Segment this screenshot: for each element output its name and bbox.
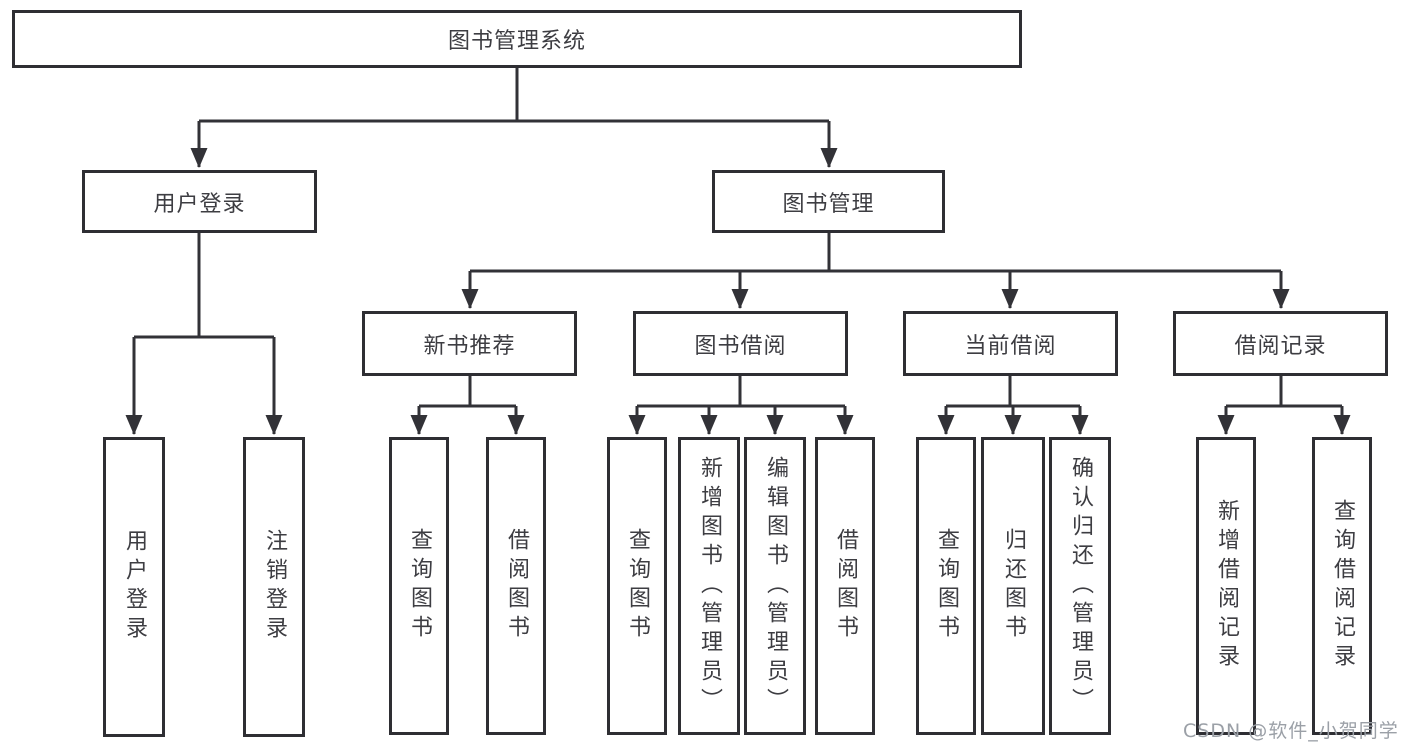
leaf-bb-edit-books-box: 编辑图书（管理员） xyxy=(744,437,806,735)
node-book-mgmt-label: 图书管理 xyxy=(782,191,875,217)
csdn-watermark: CSDN @软件_小贺同学 xyxy=(1183,720,1399,742)
node-borrow-records-label: 借阅记录 xyxy=(1234,333,1327,359)
leaf-br-add-record-label: 新增借阅记录 xyxy=(1214,499,1239,673)
leaf-bb-borrow-books-label: 借阅图书 xyxy=(833,528,858,644)
node-current-borrow-label: 当前借阅 xyxy=(964,333,1057,359)
leaf-br-query-record-label: 查询借阅记录 xyxy=(1330,499,1355,673)
leaf-cb-confirm-return-box: 确认归还（管理员） xyxy=(1049,437,1111,735)
node-user-login-box: 用户登录 xyxy=(82,170,317,233)
node-book-borrow-label: 图书借阅 xyxy=(694,333,787,359)
leaf-br-add-record-box: 新增借阅记录 xyxy=(1196,437,1256,735)
leaf-nb-query-books-label: 查询图书 xyxy=(407,528,432,644)
node-root-label: 图书管理系统 xyxy=(447,29,586,54)
node-new-book-rec-label: 新书推荐 xyxy=(423,333,516,359)
leaf-cb-query-books-label: 查询图书 xyxy=(934,528,959,644)
leaf-logout-label: 注销登录 xyxy=(262,529,287,645)
leaf-logout-box: 注销登录 xyxy=(243,437,305,737)
leaf-bb-query-books-box: 查询图书 xyxy=(607,437,667,735)
leaf-bb-add-books-box: 新增图书（管理员） xyxy=(678,437,740,735)
leaf-cb-confirm-return-label: 确认归还（管理员） xyxy=(1068,455,1093,717)
leaf-user-login-box: 用户登录 xyxy=(103,437,165,737)
leaf-user-login-label: 用户登录 xyxy=(122,529,147,645)
leaf-nb-borrow-books-box: 借阅图书 xyxy=(486,437,546,735)
node-root-box: 图书管理系统 xyxy=(12,10,1022,68)
leaf-cb-return-books-label: 归还图书 xyxy=(1001,528,1026,644)
leaf-nb-query-books-box: 查询图书 xyxy=(389,437,449,735)
leaf-cb-return-books-box: 归还图书 xyxy=(981,437,1045,735)
node-current-borrow-box: 当前借阅 xyxy=(903,311,1118,376)
node-new-book-rec-box: 新书推荐 xyxy=(362,311,577,376)
node-book-mgmt-box: 图书管理 xyxy=(712,170,945,233)
node-user-login-label: 用户登录 xyxy=(153,191,246,217)
leaf-bb-query-books-label: 查询图书 xyxy=(625,528,650,644)
leaf-cb-query-books-box: 查询图书 xyxy=(916,437,976,735)
leaf-bb-add-books-label: 新增图书（管理员） xyxy=(697,455,722,717)
leaf-nb-borrow-books-label: 借阅图书 xyxy=(504,528,529,644)
leaf-br-query-record-box: 查询借阅记录 xyxy=(1312,437,1372,735)
leaf-bb-borrow-books-box: 借阅图书 xyxy=(815,437,875,735)
node-borrow-records-box: 借阅记录 xyxy=(1173,311,1388,376)
node-book-borrow-box: 图书借阅 xyxy=(633,311,848,376)
leaf-bb-edit-books-label: 编辑图书（管理员） xyxy=(763,455,788,717)
